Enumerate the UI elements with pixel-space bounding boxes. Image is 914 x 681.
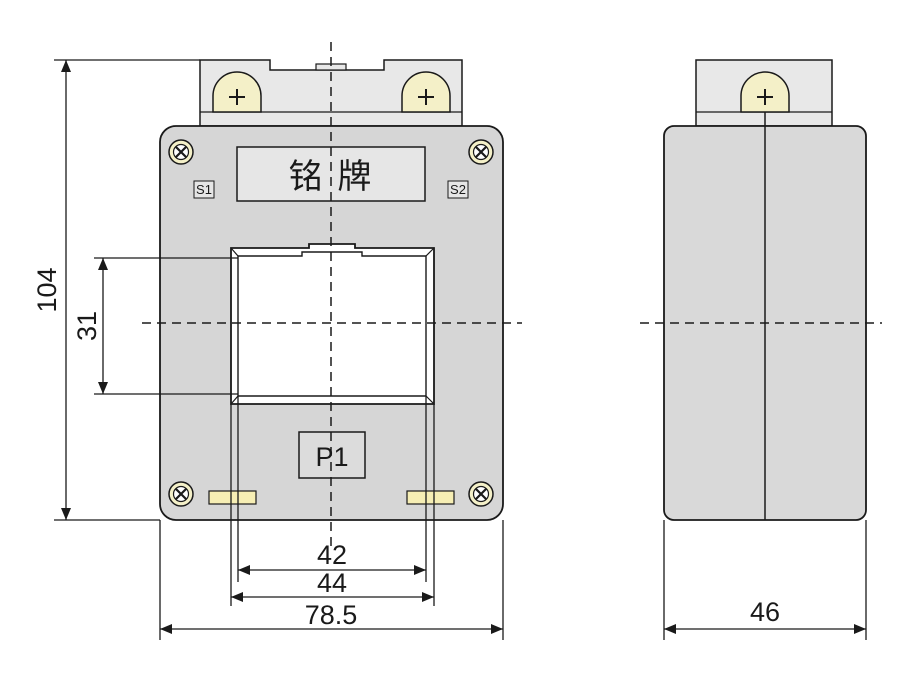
dim-window-height-label: 31: [72, 311, 102, 341]
nameplate-label: 铭 牌: [289, 157, 374, 197]
mount-strip-right: [406, 490, 455, 505]
terminal-tag-s1: S1: [196, 182, 212, 197]
top-terminal-screw-right: [401, 71, 451, 113]
side-view: [663, 59, 867, 521]
top-terminal-screw-left: [212, 71, 262, 113]
corner-screw-top-left: [168, 139, 194, 165]
port-label-box: [298, 431, 366, 479]
dim-inner-width-a-label: 42: [317, 540, 347, 570]
port-label: P1: [315, 442, 348, 472]
terminal-tag-s2-box: [447, 180, 469, 199]
dim-depth-label: 46: [750, 597, 780, 627]
side-terminal-screw: [740, 71, 790, 113]
front-view: 铭 牌 S1 S2: [159, 59, 504, 521]
dim-height-label: 104: [32, 267, 62, 312]
terminal-tag-s1-box: [193, 180, 215, 199]
terminal-tag-s2: S2: [450, 182, 466, 197]
centerlines: [142, 42, 882, 548]
dimension-lines: [54, 59, 867, 640]
corner-screw-top-right: [468, 139, 494, 165]
dim-inner-width-b-label: 44: [317, 568, 347, 598]
corner-screw-bottom-right: [468, 481, 494, 507]
dim-overall-width-label: 78.5: [305, 600, 358, 630]
window-opening: [230, 243, 435, 405]
corner-screw-bottom-left: [168, 481, 194, 507]
mount-strip-left: [208, 490, 257, 505]
